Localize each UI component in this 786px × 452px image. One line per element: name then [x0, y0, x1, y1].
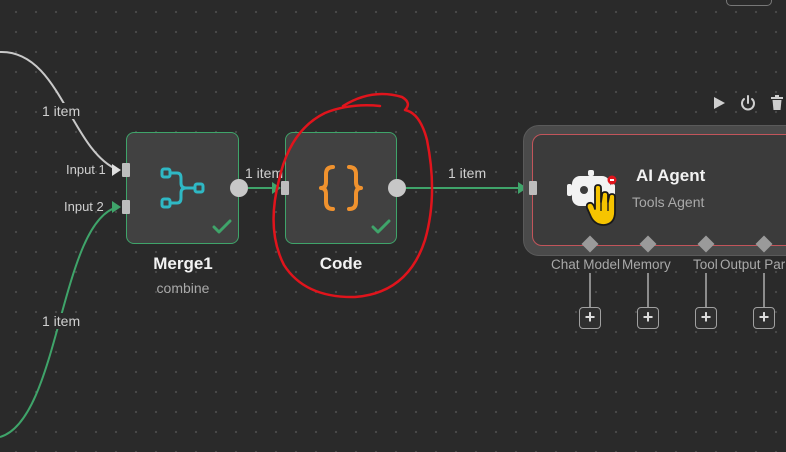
edge-code-to-agent-arrow: [518, 182, 527, 194]
merge-input-1-label: Input 1: [66, 162, 106, 177]
code-success-check-icon: [371, 219, 391, 234]
canvas-top-right-button[interactable]: [726, 0, 772, 6]
agent-node-subtitle: Tools Agent: [632, 194, 705, 210]
tool-label: Tool: [693, 257, 718, 272]
merge-node-subtitle: combine: [156, 280, 210, 296]
agent-input-handle[interactable]: [529, 181, 537, 195]
merge-icon: [160, 167, 205, 209]
add-tool-button[interactable]: +: [695, 307, 717, 329]
merge-success-check-icon: [212, 219, 232, 234]
add-chat-model-button[interactable]: +: [579, 307, 601, 329]
merge-output-handle[interactable]: [230, 179, 248, 197]
edge-top-input-arrow: [112, 164, 121, 176]
output-parser-label: Output Par: [720, 257, 786, 272]
add-output-parser-button[interactable]: +: [753, 307, 775, 329]
code-node-title: Code: [319, 254, 363, 273]
tool-connector-line: [705, 273, 707, 307]
edge-bottom-input-label: 1 item: [41, 313, 82, 329]
code-input-handle[interactable]: [281, 181, 289, 195]
code-node[interactable]: [285, 132, 397, 244]
code-output-handle[interactable]: [388, 179, 406, 197]
output-parser-connector-line: [763, 273, 765, 307]
delete-node-icon[interactable]: [768, 94, 786, 112]
add-memory-button[interactable]: +: [637, 307, 659, 329]
execute-node-icon[interactable]: [710, 94, 728, 112]
merge-input-1-handle[interactable]: [122, 163, 130, 177]
edge-top-input-label: 1 item: [41, 103, 82, 119]
merge-node[interactable]: [126, 132, 239, 244]
chat-model-label: Chat Model: [551, 257, 621, 272]
code-braces-icon: [319, 165, 363, 211]
merge-input-2-label: Input 2: [64, 199, 104, 214]
edge-bottom-input-arrow: [112, 201, 121, 213]
chat-model-connector-line: [589, 273, 591, 307]
merge-node-title: Merge1: [153, 254, 213, 273]
edge-top-input[interactable]: [0, 50, 119, 171]
agent-node-title: AI Agent: [636, 166, 706, 185]
memory-connector-line: [647, 273, 649, 307]
edge-merge-to-code-label: 1 item: [244, 165, 285, 181]
merge-input-2-handle[interactable]: [122, 200, 130, 214]
deactivate-node-icon[interactable]: [739, 94, 757, 112]
edge-merge-to-code-arrow: [272, 182, 281, 194]
hand-pointer-icon: [585, 184, 616, 226]
memory-label: Memory: [622, 257, 671, 272]
edge-code-to-agent-label: 1 item: [447, 165, 488, 181]
